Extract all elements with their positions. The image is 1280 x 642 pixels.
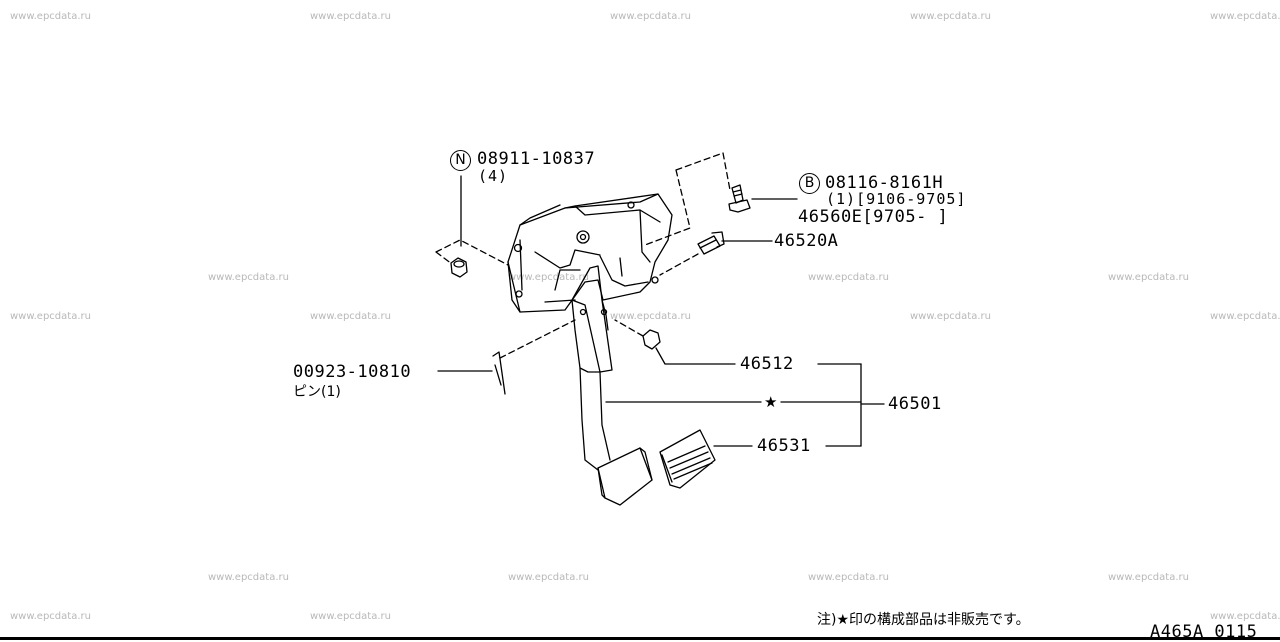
watermark: www.epcdata.ru	[808, 272, 889, 283]
bolt2-part	[697, 231, 725, 255]
watermark: www.epcdata.ru	[10, 311, 91, 322]
watermark: www.epcdata.ru	[310, 11, 391, 22]
footer-note: 注)★印の構成部品は非販売です。	[817, 612, 1030, 628]
watermark: www.epcdata.ru	[610, 311, 691, 322]
bolt2-part-number: 46520A	[774, 231, 839, 251]
stopper-part	[642, 329, 661, 350]
stopper-part-number: 46512	[740, 354, 794, 374]
watermark: www.epcdata.ru	[208, 272, 289, 283]
bolt2-dashed	[659, 253, 699, 276]
watermark: www.epcdata.ru	[1108, 272, 1189, 283]
watermark: www.epcdata.ru	[1210, 311, 1280, 322]
bolt-qty-range: (1)[9106-9705]	[826, 190, 967, 208]
bolt-alt-part: 46560E[9705- ]	[798, 207, 949, 227]
pin-part-number: 00923-10810	[293, 362, 412, 382]
pedal-pad-rubber	[659, 429, 716, 489]
not-sold-marker: ★	[764, 393, 778, 411]
watermark: www.epcdata.ru	[910, 11, 991, 22]
pin-description: ピン(1)	[293, 384, 341, 400]
nut-badge: N	[450, 150, 471, 171]
bolt-badge: B	[799, 173, 820, 194]
nut-qty: (4)	[478, 167, 509, 185]
assy-part-number: 46501	[888, 394, 942, 414]
pedal-foot	[597, 447, 653, 506]
nut-part	[450, 257, 468, 278]
watermark: www.epcdata.ru	[1210, 11, 1280, 22]
watermark: www.epcdata.ru	[910, 311, 991, 322]
watermark: www.epcdata.ru	[508, 572, 589, 583]
pedal-arm	[571, 265, 613, 471]
watermark: www.epcdata.ru	[310, 311, 391, 322]
bolt-part	[728, 184, 751, 213]
watermark: www.epcdata.ru	[808, 572, 889, 583]
watermark: www.epcdata.ru	[208, 572, 289, 583]
bolt-dashed-box	[644, 152, 731, 246]
bolt-part-number: 08116-8161H	[825, 173, 944, 193]
watermark: www.epcdata.ru	[1108, 572, 1189, 583]
bottom-border	[0, 637, 1280, 640]
pin-part	[492, 351, 506, 395]
watermark: www.epcdata.ru	[610, 11, 691, 22]
pin-dashed	[499, 319, 576, 359]
nut-dashed-box	[435, 239, 509, 266]
pedal-bracket	[507, 193, 673, 313]
stopper-dashed	[614, 319, 644, 337]
watermark: www.epcdata.ru	[10, 611, 91, 622]
nut-part-number: 08911-10837	[477, 149, 596, 169]
stopper-leader	[655, 347, 736, 365]
watermark: www.epcdata.ru	[1210, 611, 1280, 622]
watermark: www.epcdata.ru	[10, 11, 91, 22]
watermark: www.epcdata.ru	[508, 272, 589, 283]
pad-part-number: 46531	[757, 436, 811, 456]
watermark: www.epcdata.ru	[310, 611, 391, 622]
